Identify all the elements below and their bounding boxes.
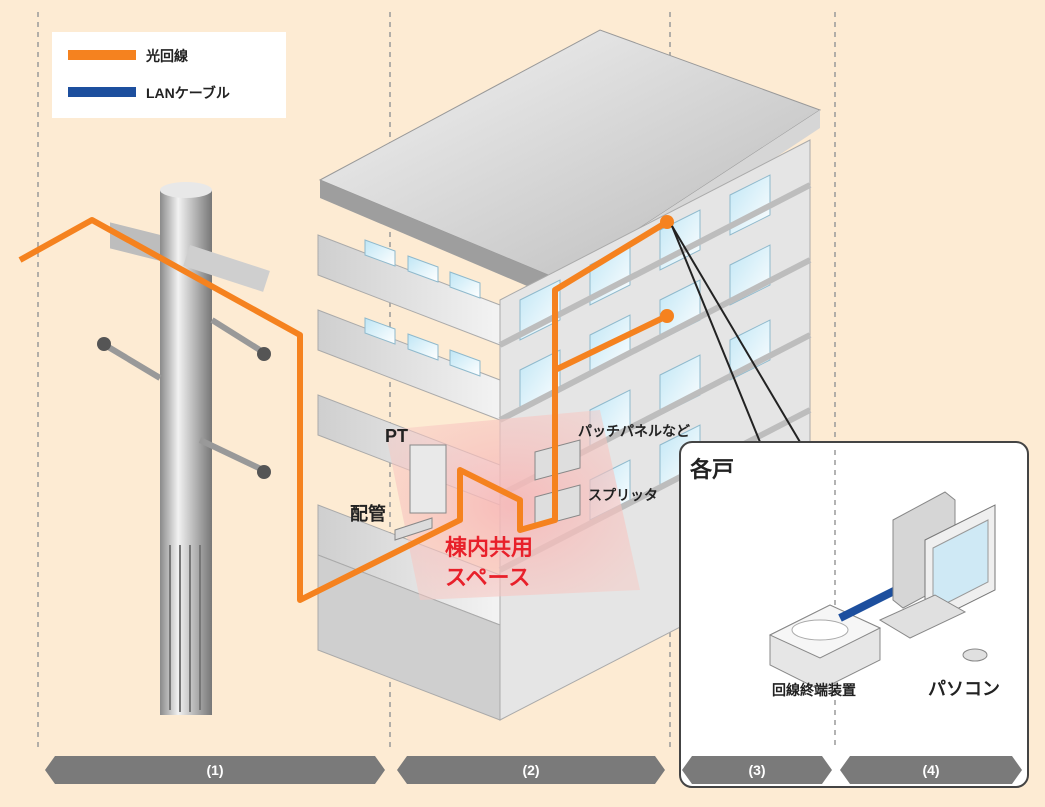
segment-bar-1 xyxy=(45,756,385,784)
segment-bar-2 xyxy=(397,756,665,784)
segment-label-2: (2) xyxy=(522,762,539,778)
apartment-building xyxy=(317,29,822,721)
building-base xyxy=(317,554,501,721)
conduit-label: 配管 xyxy=(350,503,386,524)
pole-shaft xyxy=(160,190,212,715)
pole-bolt-2 xyxy=(257,347,271,361)
fiber-main-route xyxy=(18,217,669,603)
roof-edge xyxy=(320,180,560,300)
unit-inset: 各戸 回線終端装置 パソコン xyxy=(679,441,1029,788)
callout-lines xyxy=(671,225,801,443)
lan-cable xyxy=(838,584,902,622)
onu-label: 回線終端装置 xyxy=(772,682,856,698)
conduit xyxy=(394,517,433,541)
fiber-branch xyxy=(553,313,669,373)
left-windows xyxy=(364,239,481,377)
pc-mouse xyxy=(962,648,988,662)
pole-base-grooves xyxy=(169,545,201,712)
fiber-endpoint-lower xyxy=(660,309,674,323)
pole-crossarm-lower xyxy=(183,245,270,292)
shared-space-label-line2: スペース xyxy=(445,565,530,590)
shared-space-label-line1: 棟内共用 xyxy=(445,535,533,560)
pole-top xyxy=(160,182,212,198)
legend-lan-label: LANケーブル xyxy=(146,85,230,101)
segment-bar-3 xyxy=(682,756,832,784)
pc-label: パソコン xyxy=(928,679,1000,699)
utility-pole xyxy=(97,182,271,715)
segment-label-1: (1) xyxy=(206,762,223,778)
onu-device xyxy=(768,604,882,691)
lan-swatch xyxy=(68,87,136,97)
pole-bolt-1 xyxy=(97,337,111,351)
pt-box xyxy=(409,444,447,514)
legend-box xyxy=(52,32,286,118)
legend: 光回線 LANケーブル xyxy=(52,32,286,118)
fiber-swatch xyxy=(68,50,136,60)
pc-screen xyxy=(932,519,989,611)
segment-label-4: (4) xyxy=(922,762,939,778)
pole-bolt-3 xyxy=(257,465,271,479)
pole-step-2 xyxy=(210,317,265,355)
pole-step-1 xyxy=(103,342,162,381)
pole-step-3 xyxy=(198,437,265,473)
pc-keyboard xyxy=(878,594,967,639)
segment-label-3: (3) xyxy=(748,762,765,778)
unit-label: 各戸 xyxy=(689,457,734,482)
section-bars: (1) (2) (3) (4) xyxy=(45,756,1022,784)
pt-label: PT xyxy=(385,426,408,446)
segment-bar-4 xyxy=(840,756,1022,784)
pc-device xyxy=(878,491,996,662)
legend-fiber-label: 光回線 xyxy=(145,48,188,64)
fiber-endpoint-upper xyxy=(660,215,674,229)
splitter-label: スプリッタ xyxy=(588,487,658,503)
patch-panel-label: パッチパネルなど xyxy=(578,423,690,439)
